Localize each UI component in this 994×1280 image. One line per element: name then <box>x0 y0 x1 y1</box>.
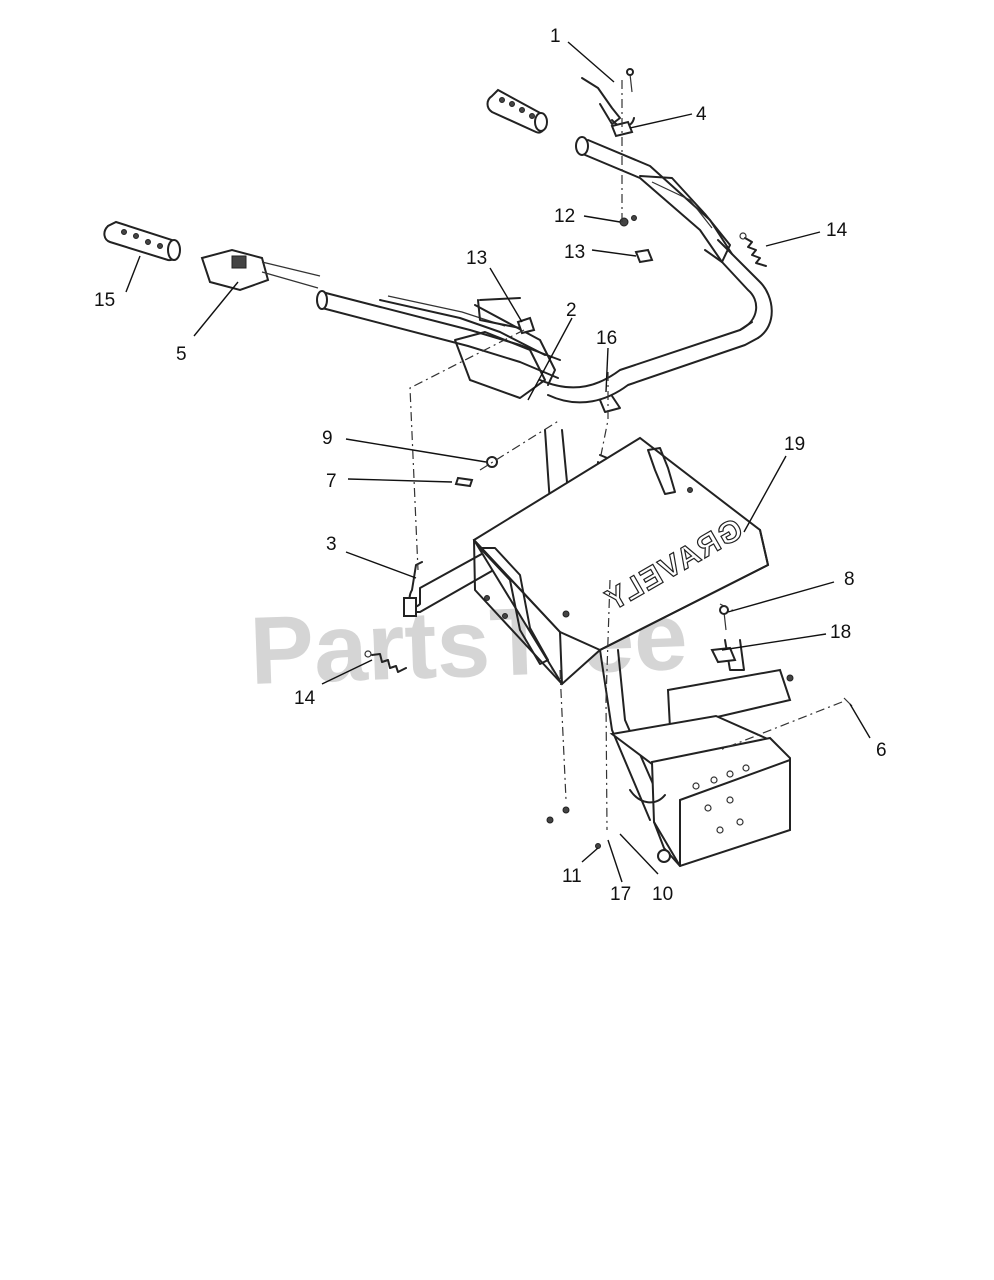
callout-5: 5 <box>176 344 187 365</box>
callout-8: 8 <box>844 569 855 590</box>
spring-lower <box>364 650 407 673</box>
callout-12: 12 <box>554 206 575 227</box>
callout-leaders <box>125 41 871 883</box>
callout-1: 1 <box>550 26 561 47</box>
callout-13-right: 13 <box>564 242 585 263</box>
callout-10: 10 <box>652 884 673 905</box>
callout-numbers: 1 2 3 4 5 6 7 8 9 10 11 12 13 13 14 14 1… <box>94 26 887 905</box>
callout-16: 16 <box>596 328 617 349</box>
callout-3: 3 <box>326 534 337 555</box>
callout-18: 18 <box>830 622 851 643</box>
grip-right <box>486 88 548 134</box>
spring-upper <box>739 232 767 267</box>
callout-15: 15 <box>94 290 115 311</box>
hardware <box>454 120 853 849</box>
callout-11: 11 <box>562 866 582 887</box>
callout-2: 2 <box>566 300 577 321</box>
callout-13-left: 13 <box>466 248 487 269</box>
callout-9: 9 <box>322 428 333 449</box>
handlebar-assembly <box>316 68 773 413</box>
callout-14-upper: 14 <box>826 220 848 241</box>
callout-7: 7 <box>326 471 337 492</box>
lower-frame-bracket <box>599 639 794 868</box>
throttle-control <box>200 248 321 292</box>
callout-17: 17 <box>610 884 631 905</box>
grip-left <box>103 220 181 262</box>
alignment-lines <box>409 80 843 831</box>
callout-6: 6 <box>876 740 887 761</box>
callout-4: 4 <box>696 104 707 125</box>
callout-14-lower: 14 <box>294 688 316 709</box>
callout-19: 19 <box>784 434 805 455</box>
